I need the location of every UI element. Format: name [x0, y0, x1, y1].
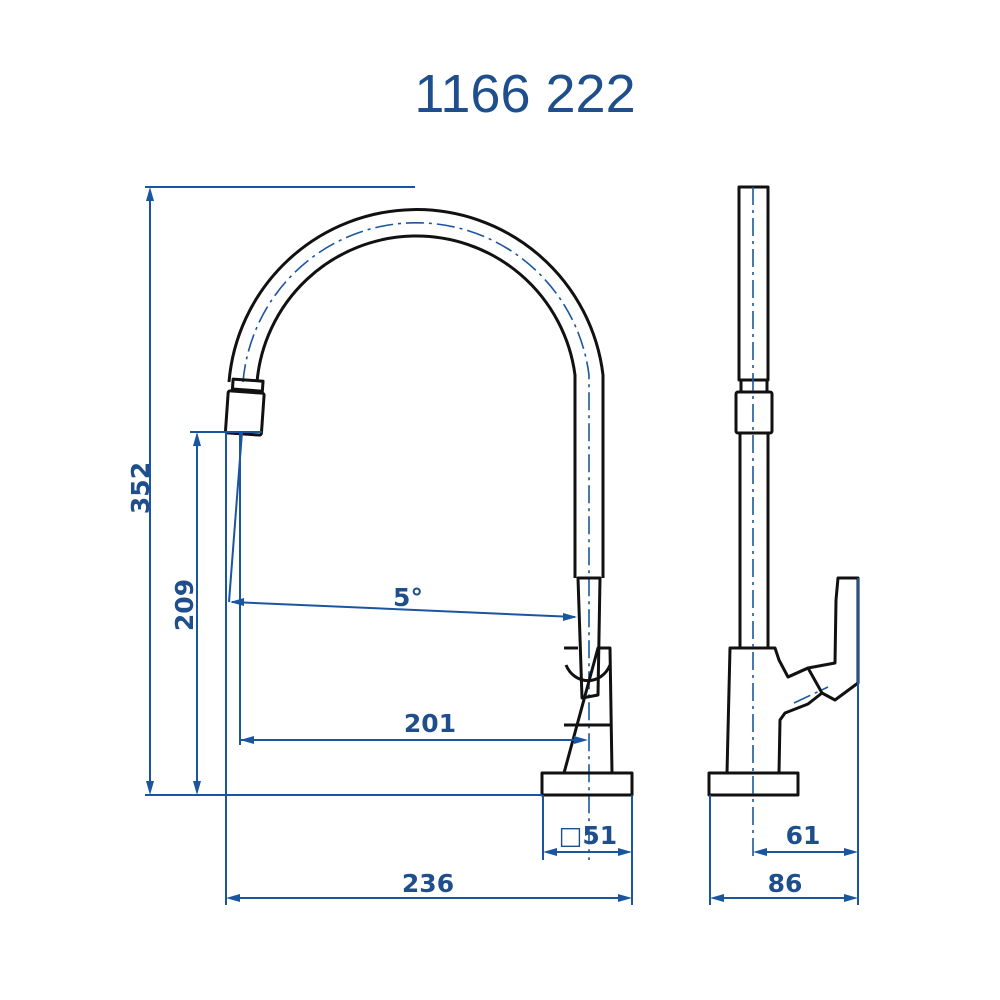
side-view — [707, 185, 860, 860]
dimension-lines — [146, 187, 858, 902]
aerator — [224, 377, 266, 437]
dim-angle: 5° — [393, 583, 423, 612]
spout-outer — [227, 208, 605, 578]
front-body — [562, 646, 614, 775]
dim-reach: 201 — [404, 709, 456, 738]
dim-side-depth: 86 — [768, 869, 803, 898]
front-base — [540, 771, 634, 797]
dim-spout-height: 209 — [170, 579, 199, 631]
dim-total-length: 236 — [402, 869, 454, 898]
dim-base-square: □51 — [559, 821, 617, 850]
front-cartridge — [564, 664, 612, 727]
spout-centerline — [242, 222, 590, 860]
front-view — [224, 208, 634, 860]
dim-side-handle: 61 — [786, 821, 821, 850]
spout-inner — [255, 234, 577, 578]
extension-lines — [145, 186, 859, 905]
drawing-title: 1166 222 — [414, 64, 635, 124]
dim-total-height: 352 — [126, 462, 155, 514]
front-lever — [576, 576, 602, 700]
